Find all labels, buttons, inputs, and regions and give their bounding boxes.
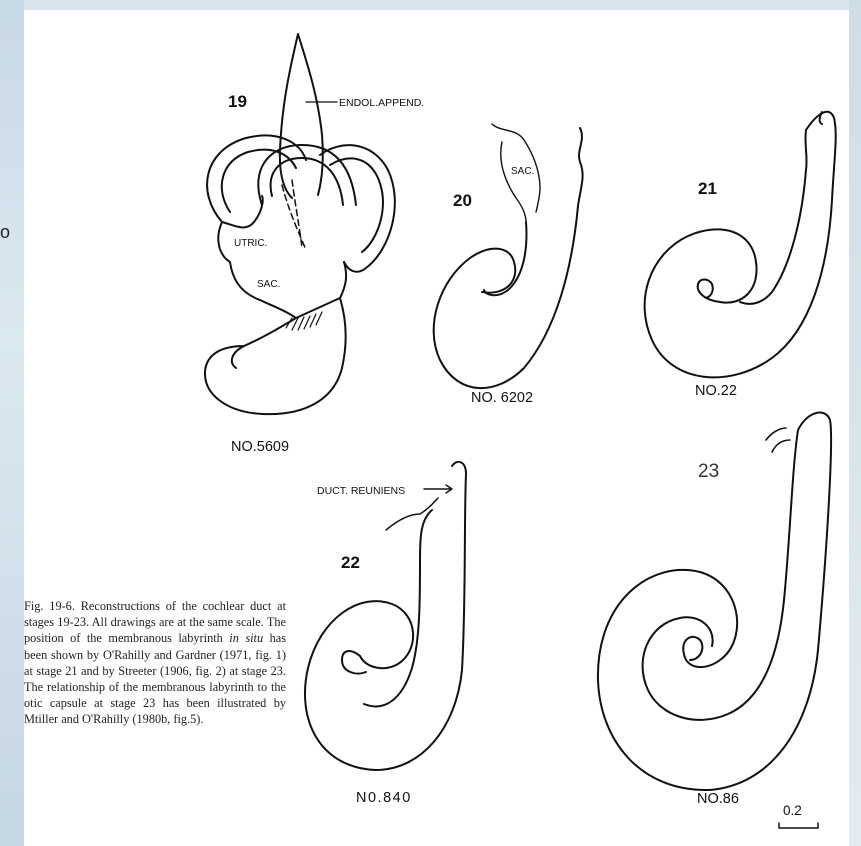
scale-bar-label: 0.2 [783, 803, 802, 818]
stage-21-duct-inner [740, 130, 807, 304]
utricle-saccule-body [218, 196, 346, 318]
stage-23-specimen: NO.86 [697, 791, 739, 807]
stage-22-spiral-core [342, 651, 366, 673]
stage-20-number: 20 [453, 191, 472, 210]
figure-caption: Fig. 19-6. Reconstructions of the cochle… [24, 598, 286, 728]
stage-20-specimen: NO. 6202 [471, 390, 533, 406]
stage-23-duct-inner [643, 430, 798, 720]
stage-23-tip [766, 428, 790, 452]
stage-23-drawing: 23 NO.86 [598, 413, 831, 807]
stage-22-drawing: DUCT. REUNIENS 22 N0.840 [305, 462, 466, 806]
scale-bar-line [779, 823, 818, 828]
scale-bar: 0.2 [779, 803, 818, 828]
caption-text-2: has been shown by O'Rahilly and Gardner … [24, 631, 286, 726]
stage-20-drawing: 20 SAC. NO. 6202 [434, 124, 583, 406]
sac-label-20: SAC. [511, 166, 534, 177]
stage-19-cochlear-duct [205, 298, 346, 414]
stage-19-drawing: 19 ENDOL.APPEND. UTRIC. SAC. NO.5609 [205, 34, 424, 455]
utric-label: UTRIC. [234, 238, 267, 249]
stage-20-duct-outer [434, 128, 583, 388]
stage-20-saccule-left [501, 142, 526, 222]
stage-22-reuniens-stub [386, 498, 438, 530]
duct-reuniens-arrow [424, 485, 452, 493]
stage-21-specimen: NO.22 [695, 383, 737, 399]
stage-23-number: 23 [698, 461, 719, 482]
stage-21-inner-loop [698, 280, 720, 303]
stage-23-spiral-core [683, 637, 702, 660]
middle-canal-inner [271, 158, 343, 205]
sac-label-19: SAC. [257, 279, 280, 290]
endolymphatic-appendage-outline [280, 34, 323, 198]
stage-19-specimen: NO.5609 [231, 439, 289, 455]
stage-21-drawing: 21 NO.22 [645, 112, 836, 399]
stage-22-duct-inner [364, 510, 432, 706]
stage-19-number: 19 [228, 92, 247, 111]
stage-19-duct-inner [232, 346, 244, 368]
stage-20-duct-inner [484, 222, 526, 295]
duct-reuniens-label: DUCT. REUNIENS [317, 485, 405, 497]
endol-append-label: ENDOL.APPEND. [339, 97, 424, 109]
stage-22-duct-outer [305, 462, 466, 770]
caption-italic: in situ [229, 631, 263, 645]
stage-22-number: 22 [341, 553, 360, 572]
stage-22-specimen: N0.840 [356, 790, 412, 806]
stage-21-number: 21 [698, 179, 717, 198]
